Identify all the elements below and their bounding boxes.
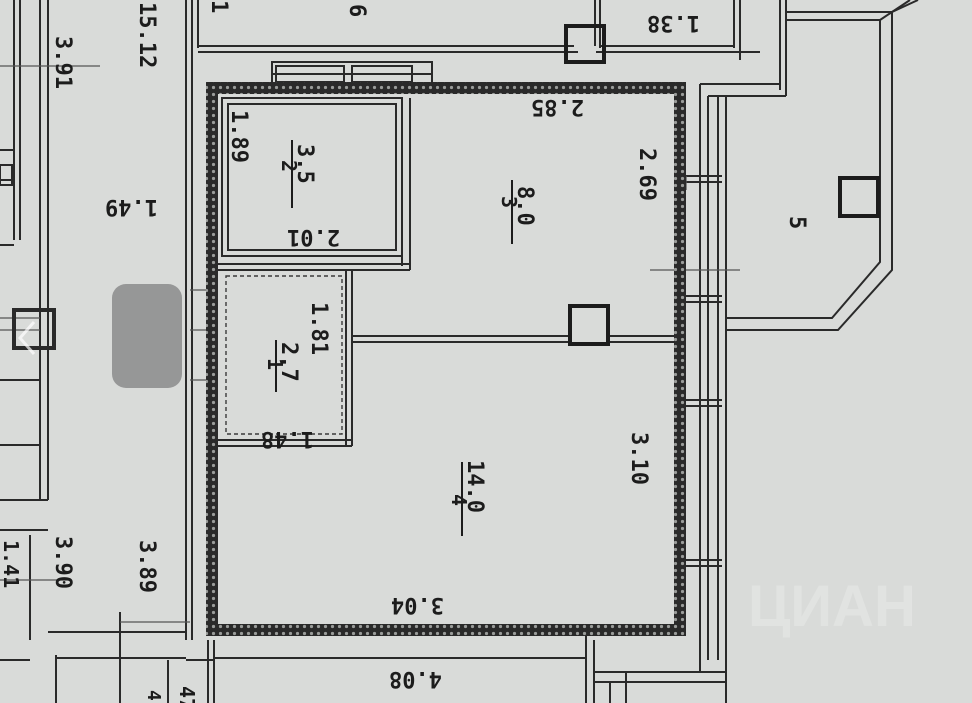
- riser-box-top: [564, 24, 606, 64]
- room-1-dim-b: 1.48: [261, 426, 314, 451]
- room-1-dim-a: 1.81: [306, 302, 331, 355]
- chevron-left-icon[interactable]: [18, 321, 36, 355]
- dim-top-left: 1: [206, 0, 231, 13]
- watermark: ЦИАН: [748, 574, 916, 639]
- dim-left-top-b: 15.12: [134, 2, 159, 68]
- redacted-area: [112, 284, 182, 388]
- room-3-area: 8.0: [512, 186, 537, 226]
- room-4-label: 4 14.0 3.10 3.04: [391, 432, 651, 617]
- room-5-number: 5: [784, 216, 809, 229]
- dim-bottom: 4.08: [389, 666, 442, 691]
- room-2-dim-b: 2.01: [287, 224, 340, 249]
- room-2-area: 3.5: [292, 144, 317, 184]
- dim-left-bot-a: 3.90: [50, 536, 75, 589]
- dim-bottom-small: 47: [175, 686, 199, 703]
- room-3-number: 3: [497, 196, 521, 208]
- room-3-dim-a: 2.85: [531, 94, 584, 119]
- room-1-area: 2.7: [276, 342, 301, 382]
- room-1-label: 1 2.7 1.81 1.48: [261, 302, 331, 451]
- dim-left-mid: 1.49: [105, 194, 158, 219]
- dashed-zone: [225, 275, 343, 435]
- room-2-number: 2: [277, 160, 301, 172]
- dim-left-bot-b: 3.89: [134, 540, 159, 593]
- room-2-label: 1.89 2 3.5 2.01: [226, 110, 340, 249]
- internal-partitions: [218, 97, 674, 447]
- room-3-label: 2.85 3 8.0 2.69: [497, 94, 659, 244]
- ruler-ticks: [0, 65, 210, 623]
- room-4-number: 4: [447, 494, 471, 506]
- riser-box-right: [838, 176, 880, 218]
- room-4-dim-b: 3.04: [391, 592, 444, 617]
- dim-bottom-tiny: 4: [143, 690, 164, 701]
- dim-top-right: 1.38: [647, 10, 700, 35]
- bottom-structure: [167, 640, 586, 703]
- room-4-area: 14.0: [462, 460, 487, 513]
- dim-top-mid: 6: [344, 4, 369, 17]
- dim-left-bot-c: 1.41: [0, 540, 23, 588]
- room-3-dim-b: 2.69: [634, 148, 659, 201]
- right-structure: [585, 0, 919, 703]
- room-2-dim-a: 1.89: [226, 110, 251, 163]
- outer-dimensions: 3.91 15.12 1.49 3.90 3.89 1.41 1.38 6 1 …: [0, 0, 700, 703]
- left-structure: [0, 0, 214, 703]
- riser-box-center: [568, 304, 610, 346]
- room-4-dim-a: 3.10: [626, 432, 651, 485]
- dim-left-top-a: 3.91: [50, 36, 75, 89]
- riser-box-left: [12, 308, 56, 350]
- left-marker: [0, 164, 13, 186]
